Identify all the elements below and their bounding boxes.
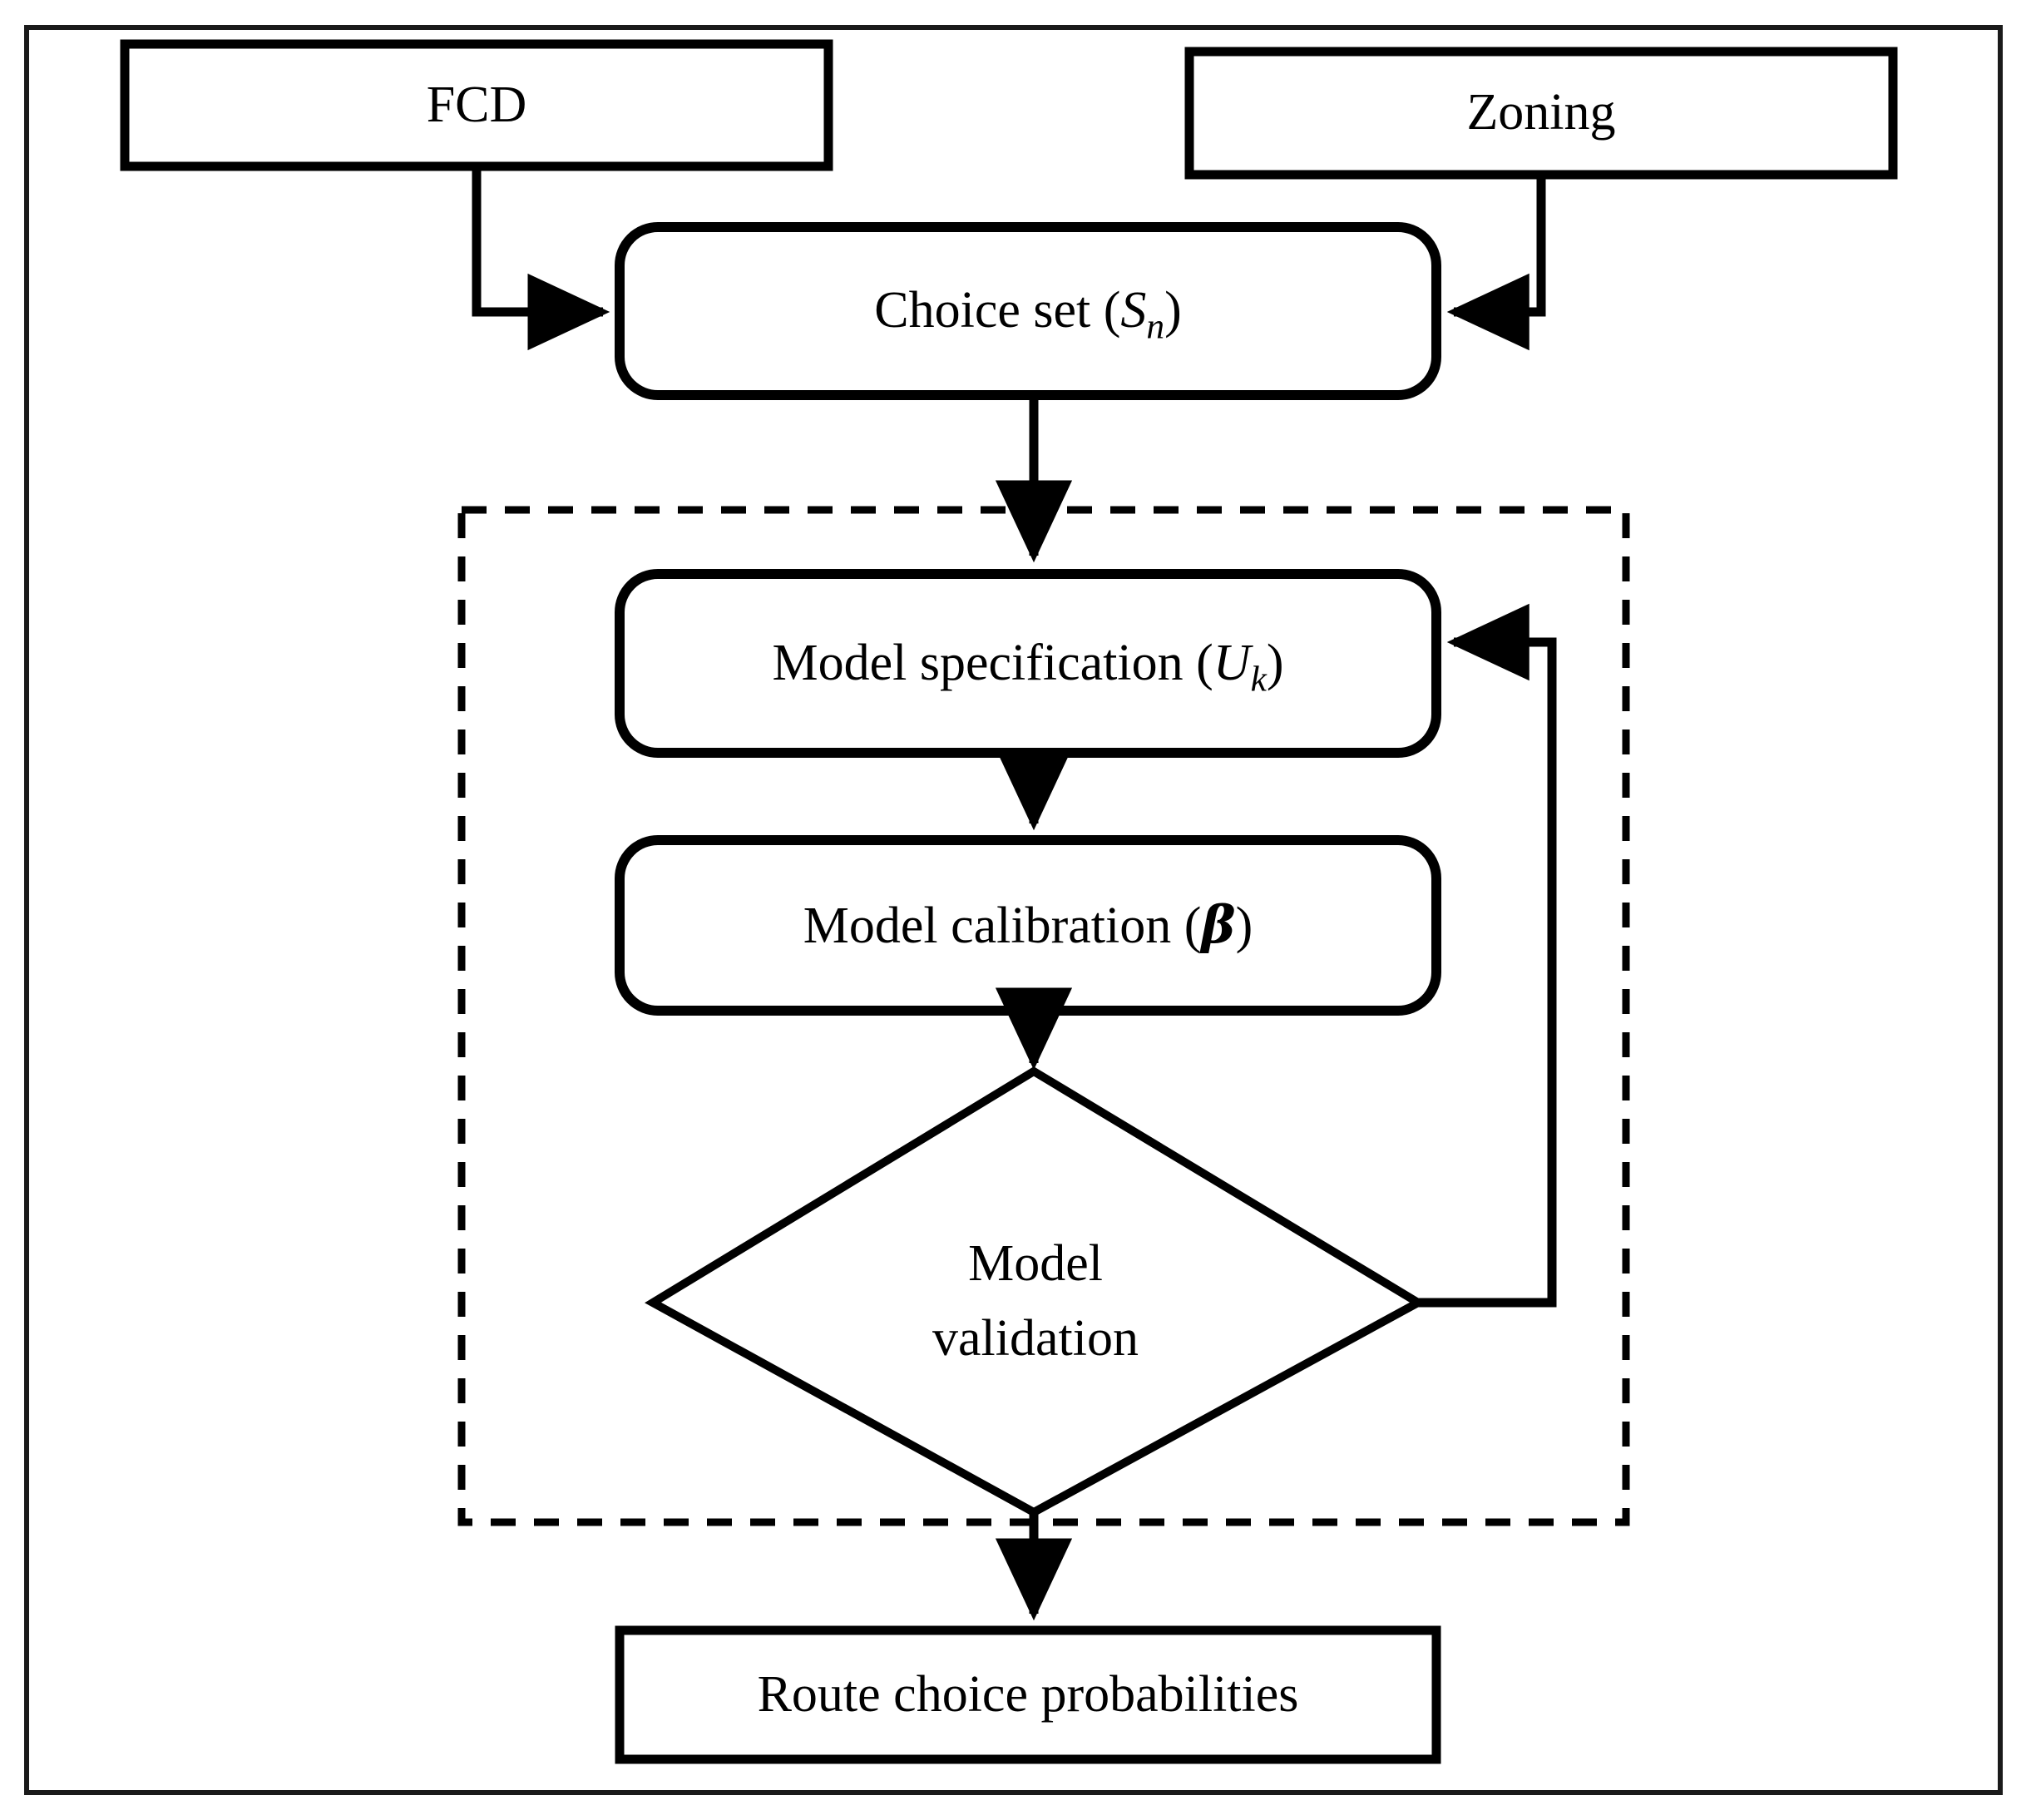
edge-model-validation-feedback-to-model-specification bbox=[1418, 603, 1557, 1308]
node-model-validation[interactable] bbox=[645, 1066, 1427, 1517]
node-choice-set[interactable] bbox=[615, 222, 1441, 400]
edge-zoning-to-choice-set bbox=[1446, 175, 1546, 351]
outer-frame bbox=[24, 25, 2003, 1795]
node-route-choice-probabilities[interactable] bbox=[615, 1625, 1441, 1764]
edge-fcd-to-choice-set bbox=[472, 166, 610, 351]
node-model-specification[interactable] bbox=[615, 569, 1441, 758]
node-zoning[interactable] bbox=[1184, 47, 1898, 180]
node-fcd[interactable] bbox=[120, 39, 833, 171]
node-model-calibration[interactable] bbox=[615, 835, 1441, 1016]
